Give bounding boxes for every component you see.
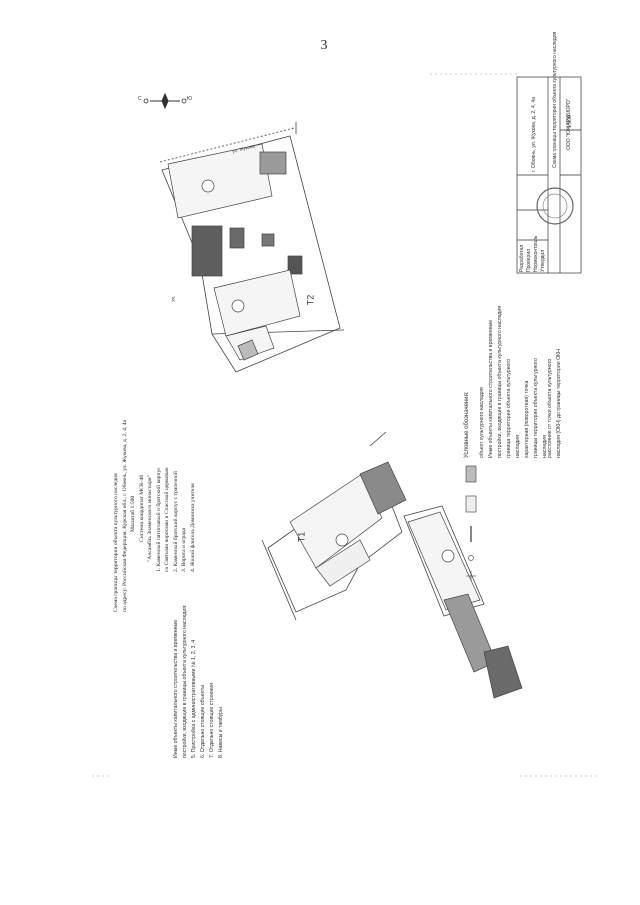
stamp-doc-title: Схема границы территории объекта культур…	[552, 31, 558, 168]
plan-title-block: Схема границы территории объекта культур…	[112, 420, 197, 612]
stamp-address: г. Обоянь, ул. Жукова, д. 2, 4, 4а	[531, 96, 537, 172]
buildings-t2	[167, 143, 303, 361]
legend-right-item: постройки, входящие в границы объекта ку…	[497, 305, 503, 458]
sheet-guides	[92, 73, 600, 777]
buildings-t1	[289, 461, 523, 699]
legend-right-item: границы территории объекта культурного	[533, 358, 539, 458]
legend-left-item: постройки, входящие в границы объекта ку…	[182, 604, 188, 758]
north-arrow-icon	[143, 92, 187, 110]
plan-item-1b: со Святыми воротами и Спасской церковью	[164, 467, 170, 572]
plan-scale: Масштаб 1:500	[130, 495, 136, 532]
legend-left-item: Иные объекты капитального строительства …	[173, 619, 179, 758]
stamp-row: Утвердил	[540, 249, 546, 272]
plan-item-3: 3. Ворота и ограда	[181, 527, 187, 572]
street-label-2: ул.	[170, 295, 177, 302]
parcel-t2-label: Т2	[305, 294, 316, 306]
legend-right-item: граница территории объекта культурного	[506, 358, 512, 458]
legend-left-item: 7. Отдельно стоящие строения	[209, 683, 215, 758]
legend-left-item: 8. Навесы и тамбуры	[218, 707, 224, 758]
legend-right-item: характерная (поворотная) точка	[524, 380, 530, 458]
legend-right-title: Условные обозначения:	[464, 391, 470, 459]
legend-symbols	[465, 465, 477, 581]
north-label: С	[138, 96, 142, 102]
legend-right-item: наследия (ОКН) до границы территории ОКН	[556, 349, 562, 458]
legend-right-item: объект культурного наследия	[479, 387, 485, 458]
south-label: Ю	[187, 96, 193, 102]
plan-title-line2: по адресу: Российская Федерация, Курская…	[121, 419, 128, 612]
legend-right: объект культурного наследия Иные объекты…	[478, 306, 550, 458]
plan-object-name: "Ансамбль Знаменского монастыря"	[147, 475, 153, 562]
legend-left-item: 5. Пристройка с административными № 1, 2…	[191, 639, 197, 758]
parcel-t1-label: Т1	[296, 531, 307, 543]
legend-right-item: наследия	[515, 435, 521, 458]
plan-item-1: 1. Каменный пятиглавый и братский корпус	[155, 467, 162, 572]
legend-right-item: Иные объекты капитального строительства …	[488, 319, 494, 458]
legend-right-item: расстояние от точки объекта культурного	[547, 358, 553, 458]
title-block-frame	[516, 76, 582, 274]
legend-left: Иные объекты капитального строительства …	[172, 605, 226, 758]
legend-left-item: 6. Отдельно стоящие объекты	[200, 684, 206, 758]
stamp-seal-icon	[536, 187, 574, 225]
plan-coordinate-system: Система координат МСК-46	[138, 474, 145, 542]
stamp-scale: 1:500	[567, 115, 573, 128]
legend-right-distance: расстояние от точки объекта культурного …	[546, 349, 564, 458]
plan-title-line1: Схема границы территории объекта культур…	[113, 473, 119, 612]
plan-item-2: 2. Каменный братский корпус с трапезной	[172, 471, 179, 572]
plan-item-4: 4. Жилой флигель Доминика учителя	[189, 483, 196, 572]
page-number: 3	[320, 38, 328, 53]
